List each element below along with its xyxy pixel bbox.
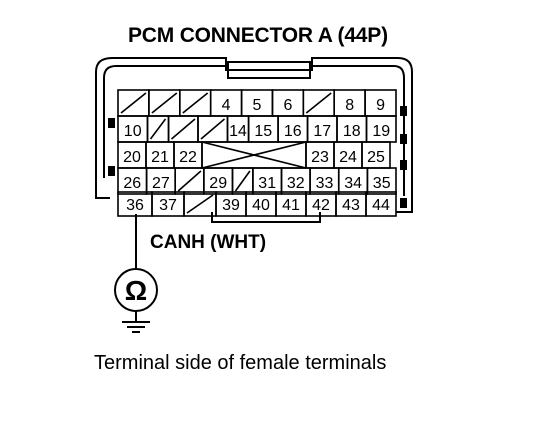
lock-tab-right-top xyxy=(400,106,407,116)
empty-cavity-slash xyxy=(151,92,178,114)
empty-cavity-slash xyxy=(234,170,251,192)
terminal-label: 31 xyxy=(258,175,276,192)
terminal-label: 20 xyxy=(123,149,141,166)
empty-cavity-slash xyxy=(149,118,167,140)
empty-cavity-slash xyxy=(170,118,196,140)
terminal-label: 35 xyxy=(373,175,391,192)
wire-label: CANH (WHT) xyxy=(150,232,267,253)
terminal-label: 19 xyxy=(372,123,390,140)
terminal-label: 21 xyxy=(151,149,169,166)
terminal-label: 34 xyxy=(344,175,362,192)
connector-housing-inner xyxy=(103,65,405,196)
terminal-44 xyxy=(365,191,397,217)
terminal-label: 36 xyxy=(126,197,144,214)
terminal-label: 25 xyxy=(367,149,385,166)
terminal-label: 14 xyxy=(229,123,247,140)
terminal-label: 9 xyxy=(376,97,385,114)
terminal-label: 23 xyxy=(311,149,329,166)
terminal-35 xyxy=(366,167,397,195)
connector-title: PCM CONNECTOR A (44P) xyxy=(128,24,388,47)
terminal-label: 29 xyxy=(209,175,227,192)
terminal-label: 40 xyxy=(252,197,270,214)
lock-tab-left-top xyxy=(108,118,115,128)
ohm-symbol: Ω xyxy=(125,275,147,306)
terminal-label: 6 xyxy=(283,97,292,114)
terminal-label: 4 xyxy=(222,97,231,114)
terminal-label: 17 xyxy=(313,123,331,140)
terminal-label: 41 xyxy=(282,197,300,214)
terminal-label: 39 xyxy=(222,197,240,214)
connector-housing xyxy=(95,57,413,213)
caption: Terminal side of female terminals xyxy=(94,352,387,374)
terminal-label: 15 xyxy=(254,123,272,140)
terminal-label: 16 xyxy=(284,123,302,140)
terminal-label: 37 xyxy=(159,197,177,214)
terminal-label: 44 xyxy=(372,197,390,214)
terminal-label: 32 xyxy=(287,175,305,192)
terminal-label: 8 xyxy=(345,97,354,114)
terminal-grid: 4 5 6 8 9 10 14 15 16 17 18 19 20 21 22 23 24 25 26 27 29 31 3… xyxy=(117,89,397,217)
terminal-label: 18 xyxy=(343,123,361,140)
empty-cavity-slash xyxy=(200,118,226,140)
blank-area-cross xyxy=(201,141,307,169)
empty-cavity-slash xyxy=(186,194,214,214)
terminal-label: 26 xyxy=(123,175,141,192)
terminal-label: 33 xyxy=(316,175,334,192)
terminal-label: 24 xyxy=(339,149,357,166)
connector-bottom-tab xyxy=(211,212,321,223)
terminal-label: 22 xyxy=(179,149,197,166)
terminal-label: 10 xyxy=(124,123,142,140)
empty-cavity-slash xyxy=(305,92,332,114)
terminal-label: 5 xyxy=(253,97,262,114)
terminal-label: 42 xyxy=(312,197,330,214)
lock-tab-right-mid xyxy=(400,134,407,144)
lock-tab-right-low xyxy=(400,160,407,170)
lock-tab-right-bottom xyxy=(400,198,407,208)
empty-cavity-slash xyxy=(177,170,202,192)
empty-cavity-slash xyxy=(182,92,209,114)
terminal-label: 43 xyxy=(342,197,360,214)
connector-latch xyxy=(227,61,311,79)
empty-cavity-slash xyxy=(120,92,147,114)
terminal-label: 27 xyxy=(152,175,170,192)
lock-tab-left-bottom xyxy=(108,166,115,176)
